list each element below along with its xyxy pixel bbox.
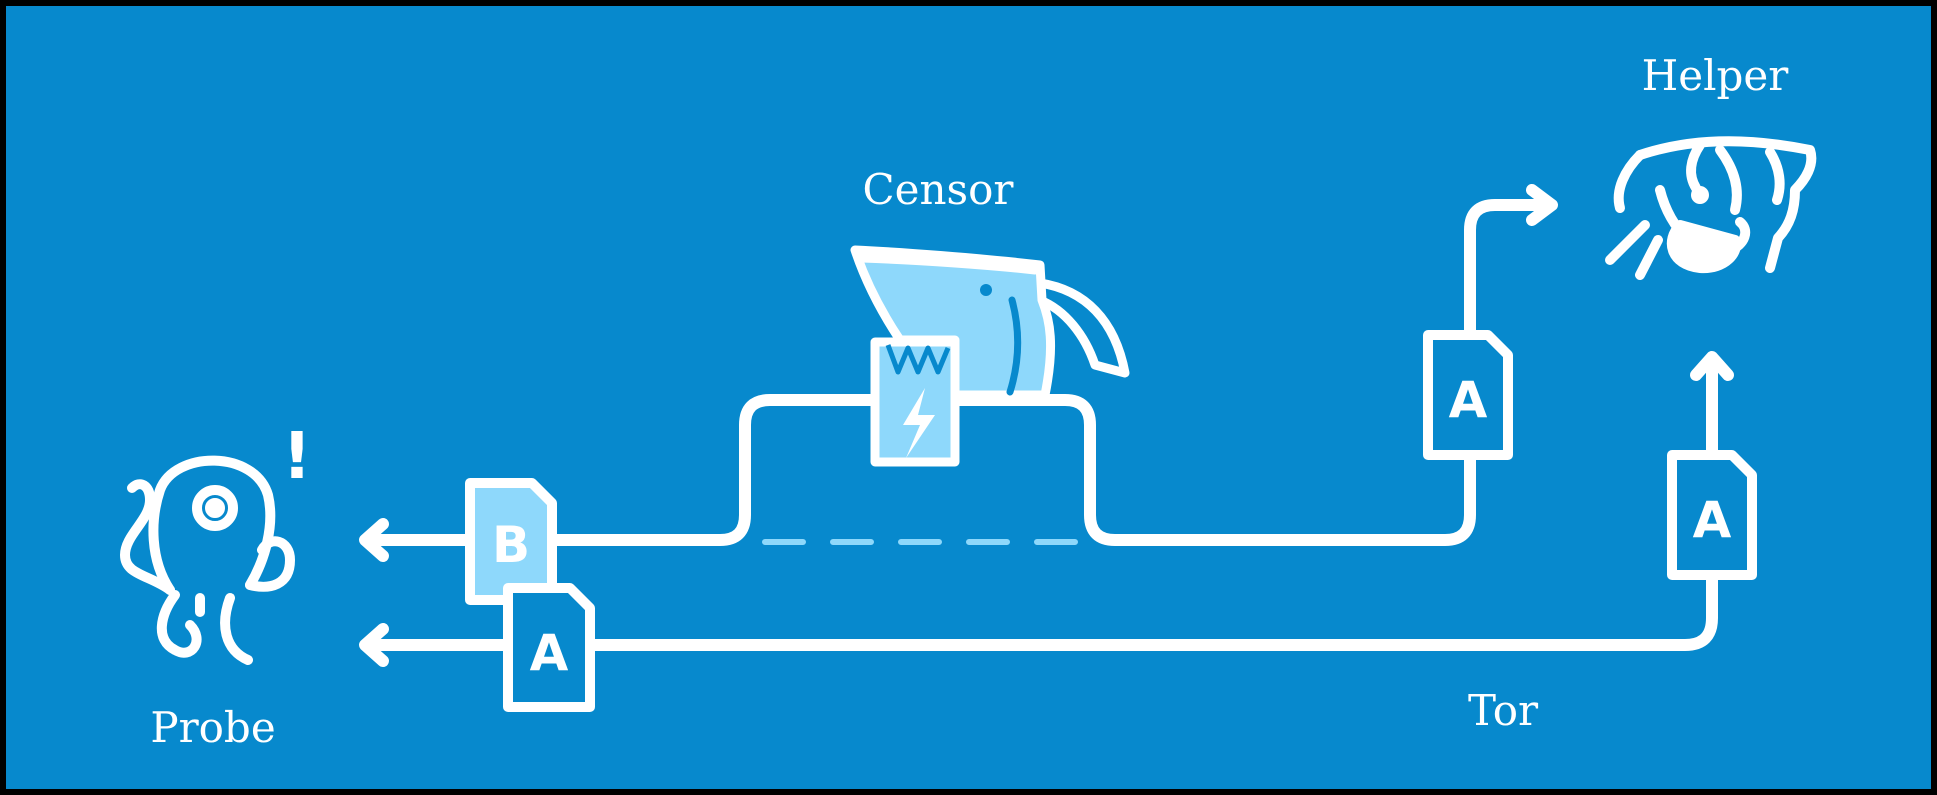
octopus-icon [120,455,295,665]
doc-a-tor-returned: A [503,583,595,712]
doc-a-tor-inbound: A [1667,450,1757,580]
probe-label: Probe [150,703,275,752]
doc-a-helper-bound: A [1423,330,1513,460]
helper-arrowhead [1526,184,1558,226]
tor-up-arrowhead [1690,351,1734,381]
doc-a-letter: A [1449,371,1488,429]
doc-b-returned: B [465,478,557,605]
helper-label: Helper [1642,51,1790,100]
censor-label: Censor [863,165,1015,214]
censor-response-arrowhead [359,518,389,562]
doc-a-letter: A [530,624,569,682]
doc-a-letter: A [1693,491,1732,549]
doc-b-letter: B [492,516,530,574]
alert-mark: ! [282,420,311,494]
shark-eye [980,284,992,296]
tor-label: Tor [1468,686,1539,735]
hermit-crab-icon [1605,136,1817,280]
tor-path-line [584,569,1718,651]
shark-icon [850,245,1130,467]
censored-path-line [539,199,1551,546]
tor-return-arrowhead [359,623,389,667]
